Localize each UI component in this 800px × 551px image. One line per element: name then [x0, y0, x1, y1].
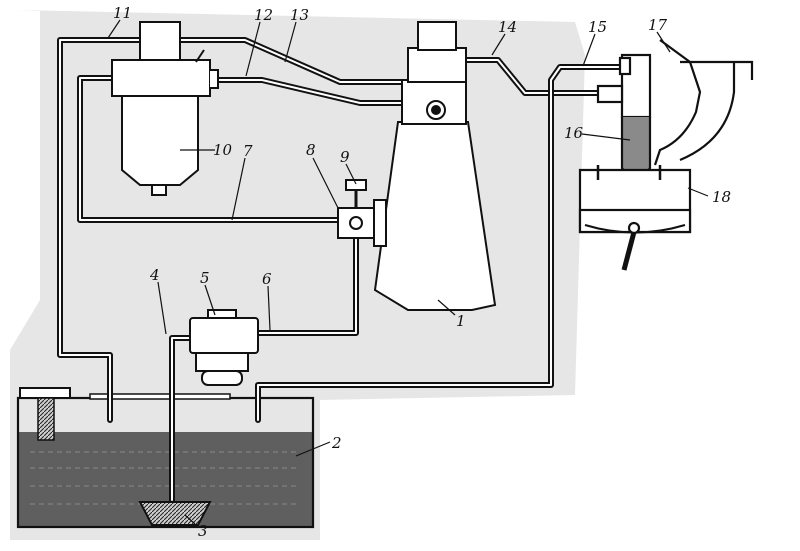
label-17: 17: [648, 16, 668, 34]
label-7: 7: [243, 142, 253, 160]
injection-pump: [337, 21, 497, 311]
label-3: 3: [198, 522, 208, 540]
label-15: 15: [588, 18, 607, 36]
label-13: 13: [290, 6, 309, 24]
fuel-lines: [57, 37, 625, 503]
bleed-screw: [345, 179, 367, 191]
intake-manifold: [653, 61, 736, 166]
connecting-rod: [621, 231, 637, 271]
label-14: 14: [498, 18, 517, 36]
label-8: 8: [306, 141, 316, 159]
engine-cylinder: [578, 39, 754, 271]
label-2: 2: [331, 434, 342, 452]
label-5: 5: [200, 269, 210, 287]
strainer: [138, 501, 212, 526]
label-12: 12: [254, 6, 273, 24]
label-6: 6: [262, 270, 272, 288]
label-9: 9: [340, 148, 350, 166]
filler-cap: [19, 387, 71, 399]
label-1: 1: [456, 312, 466, 330]
label-16: 16: [564, 124, 584, 142]
callout-labels: 11 12 13 14 15 17 16 18 10 7 8 9 4 5 6 1…: [113, 4, 731, 540]
fuel-filter: [111, 21, 219, 196]
leader-lines: [107, 19, 709, 525]
filler-neck: [37, 397, 55, 441]
label-10: 10: [213, 141, 233, 159]
label-11: 11: [113, 4, 132, 22]
transfer-pump: [189, 309, 259, 386]
label-18: 18: [712, 188, 731, 206]
label-4: 4: [149, 266, 160, 284]
